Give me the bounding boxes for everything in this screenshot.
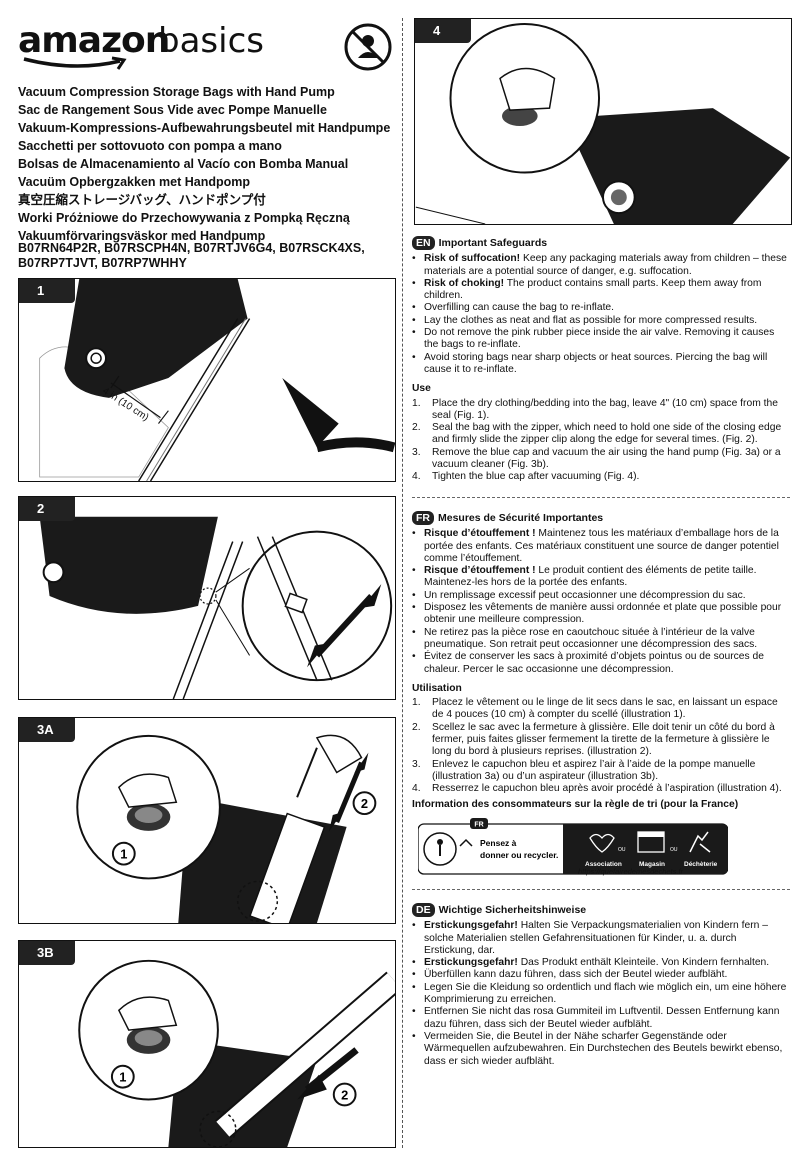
safety-list: Risque d’étouffement ! Maintenez tous le…: [412, 528, 790, 676]
section-divider: [412, 497, 790, 498]
list-item: Overfilling can cause the bag to re-infl…: [412, 302, 790, 315]
list-item: Legen Sie die Kleidung so ordentlich und…: [412, 982, 790, 1007]
use-steps: 1.Place the dry clothing/bedding into th…: [412, 398, 790, 484]
list-item: Do not remove the pink rubber piece insi…: [412, 327, 790, 352]
step-item: 4.Tighten the blue cap after vacuuming (…: [412, 471, 640, 483]
safety-list: Erstickungsgefahr! Halten Sie Verpackung…: [412, 920, 790, 1068]
figure-4: 4: [414, 18, 792, 225]
svg-text:OU: OU: [670, 847, 678, 853]
section-divider: [412, 889, 790, 890]
svg-text:Déchèterie: Déchèterie: [684, 861, 718, 868]
lang-badge: FR: [412, 511, 434, 526]
use-heading: Utilisation: [412, 682, 462, 694]
list-item: Risque d’étouffement ! Maintenez tous le…: [412, 528, 790, 565]
svg-text:2: 2: [341, 1087, 348, 1102]
brand-amazon: amazon: [18, 20, 170, 61]
svg-text:Magasin: Magasin: [639, 861, 665, 868]
section-fr: FR Mesures de Sécurité Importantes Risque…: [412, 511, 790, 811]
figure-number: 3A: [19, 718, 75, 742]
list-item: Überfüllen kann dazu führen, dass sich d…: [412, 969, 790, 982]
model-line-1: B07RN64P2R, B07RSCPH4N, B07RTJV6G4, B07R…: [18, 241, 365, 255]
section-title: Important Safeguards: [438, 237, 548, 249]
triman-icon: [423, 832, 457, 866]
step-item: 4.Resserrez le capuchon bleu après avoir…: [412, 783, 782, 795]
step-item: 1.Placez le vêtement ou le linge de lit …: [412, 697, 778, 721]
list-item: Erstickungsgefahr! Das Produkt enthält K…: [412, 957, 790, 970]
title-de: Vakuum-Kompressions-Aufbewahrungsbeutel …: [18, 121, 391, 135]
step-item: 2.Seal the bag with the zipper, which ne…: [412, 422, 782, 446]
figure-1: 1 4 in (10 cm): [18, 278, 396, 482]
svg-text:Association: Association: [585, 861, 622, 868]
svg-text:1: 1: [120, 847, 127, 862]
figure-3b: 3B 1 2: [18, 940, 396, 1148]
title-it: Sacchetti per sottovuoto con pompa a man…: [18, 139, 282, 153]
figure-3a-illustration: 1 2: [76, 734, 377, 923]
list-item: Risque d’étouffement ! Le produit contie…: [412, 565, 790, 590]
list-item: Risk of suffocation! Keep any packaging …: [412, 253, 790, 278]
svg-text:1: 1: [119, 1070, 126, 1085]
figure-1-illustration: [39, 279, 395, 481]
step-item: 1.Place the dry clothing/bedding into th…: [412, 397, 778, 421]
model-line-2: B07RP7TJVT, B07RP7WHHY: [18, 256, 187, 270]
figure-number: 2: [19, 497, 75, 521]
section-title: Wichtige Sicherheitshinweise: [438, 904, 587, 916]
figure-2-illustration: [39, 516, 393, 699]
title-en: Vacuum Compression Storage Bags with Han…: [18, 85, 335, 99]
column-divider: [402, 18, 403, 1148]
list-item: Lay the clothes as neat and flat as poss…: [412, 315, 790, 328]
amazon-basics-logo: amazon basics: [18, 14, 298, 74]
title-fr: Sac de Rangement Sous Vide avec Pompe Ma…: [18, 103, 327, 117]
title-pl: Worki Próżniowe do Przechowywania z Pomp…: [18, 211, 350, 225]
figure-3a: 3A 1 2: [18, 717, 396, 924]
figure-number: 1: [19, 279, 75, 303]
svg-text:donner ou recycler.: donner ou recycler.: [480, 850, 558, 860]
svg-text:2: 2: [361, 796, 368, 811]
recycling-info-banner: FR Pensez à donner ou recycler. Associat…: [418, 818, 728, 875]
title-se: Vakuumförvaringsväskor med Handpump: [18, 229, 266, 243]
figure-number: 4: [415, 19, 471, 43]
use-steps: 1.Placez le vêtement ou le linge de lit …: [412, 697, 790, 795]
lang-badge: EN: [412, 236, 435, 251]
figure-2: 2: [18, 496, 396, 700]
step-item: 3.Remove the blue cap and vacuum the air…: [412, 446, 781, 471]
section-title: Mesures de Sécurité Importantes: [438, 512, 604, 524]
list-item: Vermeiden Sie, die Beutel in der Nähe sc…: [412, 1031, 790, 1068]
list-item: Ne retirez pas la pièce rose en caoutcho…: [412, 627, 790, 652]
figure-number: 3B: [19, 941, 75, 965]
list-item: Disposez les vêtements de manière aussi …: [412, 602, 790, 627]
safety-list: Risk of suffocation! Keep any packaging …: [412, 253, 790, 376]
smile-arrow-icon: [23, 56, 127, 70]
heart-icon: [589, 833, 615, 853]
brand-basics: basics: [158, 21, 264, 61]
title-nl: Vacuüm Opbergzakken met Handpomp: [18, 175, 250, 189]
svg-text:OU: OU: [618, 847, 626, 853]
list-item: Évitez de conserver les sacs à proximité…: [412, 651, 790, 676]
step-item: 2.Scellez le sac avec la fermeture à gli…: [412, 721, 775, 758]
lang-badge: DE: [412, 903, 435, 918]
title-es: Bolsas de Almacenamiento al Vacío con Bo…: [18, 157, 349, 171]
product-titles: Vacuum Compression Storage Bags with Han…: [18, 83, 403, 245]
recycle-url: https://quefairedemesdechets.fr: [578, 867, 684, 876]
list-item: Erstickungsgefahr! Halten Sie Verpackung…: [412, 920, 790, 957]
step-item: 3.Enlevez le capuchon bleu et aspirez l’…: [412, 758, 756, 782]
list-item: Un remplissage excessif peut occasionner…: [412, 590, 790, 603]
list-item: Entfernen Sie nicht das rosa Gummiteil i…: [412, 1006, 790, 1031]
model-numbers: B07RN64P2R, B07RSCPH4N, B07RTJV6G4, B07R…: [18, 241, 403, 271]
waste-center-icon: [689, 831, 711, 853]
list-item: Avoid storing bags near sharp objects or…: [412, 352, 790, 377]
list-item: Risk of choking! The product contains sm…: [412, 278, 790, 303]
svg-text:FR: FR: [474, 822, 483, 829]
title-jp: 真空圧縮ストレージバッグ、ハンドポンプ付: [18, 193, 266, 207]
figure-3b-illustration: 1 2: [78, 959, 395, 1147]
recycle-heading: Information des consommateurs sur la règ…: [412, 798, 739, 810]
use-heading: Use: [412, 383, 431, 395]
svg-text:Pensez à: Pensez à: [480, 838, 517, 848]
no-children-warning-icon: [344, 23, 392, 71]
figure-4-illustration: [415, 22, 791, 224]
